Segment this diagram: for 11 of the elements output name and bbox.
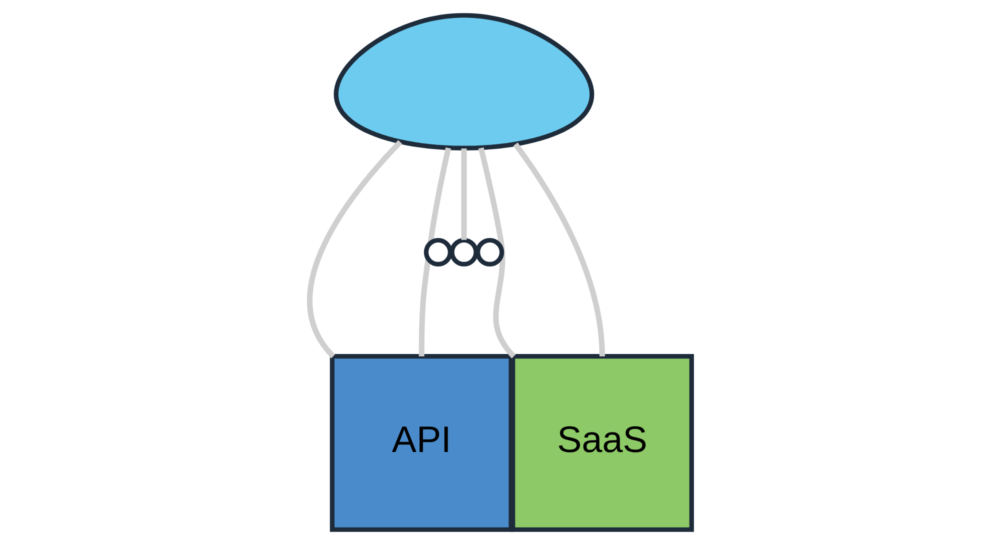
node-box: SaaS <box>510 354 694 532</box>
connector <box>478 147 516 358</box>
node-box: API <box>329 354 513 532</box>
connector <box>460 148 466 240</box>
node-circle <box>475 238 504 266</box>
connector <box>418 147 451 356</box>
node-circle <box>423 238 452 266</box>
node-circle <box>449 238 478 266</box>
connector <box>512 142 604 356</box>
connector <box>306 140 402 358</box>
node-cloud <box>333 13 594 150</box>
